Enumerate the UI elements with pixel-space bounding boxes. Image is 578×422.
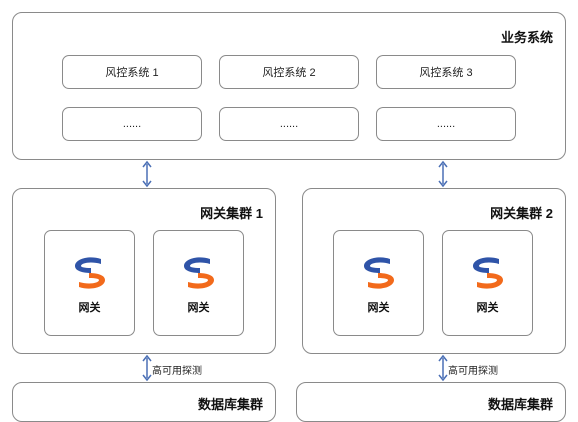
db-cluster-2-title: 数据库集群 [487, 397, 553, 412]
connector-gateway-db-1 [142, 354, 152, 382]
db-cluster-2: 数据库集群 [296, 382, 566, 422]
gateway-cluster-1-title: 网关集群 1 [200, 206, 263, 221]
gateway-label: 网关 [476, 302, 499, 314]
gateway-label: 网关 [187, 302, 210, 314]
more-system-2[interactable]: ...... [219, 107, 359, 141]
more-system-3[interactable]: ...... [376, 107, 516, 141]
gateway-logo-icon [473, 257, 503, 289]
gateway-node[interactable]: 网关 [442, 230, 533, 336]
gateway-node[interactable]: 网关 [153, 230, 244, 336]
db-cluster-1-title: 数据库集群 [197, 397, 263, 412]
gateway-logo-icon [75, 257, 105, 289]
db-cluster-1: 数据库集群 [12, 382, 276, 422]
gateway-label: 网关 [78, 302, 101, 314]
gateway-logo-icon [184, 257, 214, 289]
business-system-title: 业务系统 [500, 30, 553, 45]
probe-label-2: 高可用探测 [448, 366, 498, 377]
connector-business-gateway-1 [142, 160, 152, 188]
probe-label-1: 高可用探测 [152, 366, 202, 377]
connector-gateway-db-2 [438, 354, 448, 382]
gateway-node[interactable]: 网关 [44, 230, 135, 336]
gateway-logo-icon [364, 257, 394, 289]
connector-business-gateway-2 [438, 160, 448, 188]
gateway-label: 网关 [367, 302, 390, 314]
gateway-node[interactable]: 网关 [333, 230, 424, 336]
risk-system-2[interactable]: 风控系统 2 [219, 55, 359, 89]
risk-system-1[interactable]: 风控系统 1 [62, 55, 202, 89]
more-system-1[interactable]: ...... [62, 107, 202, 141]
gateway-cluster-2-title: 网关集群 2 [490, 206, 553, 221]
risk-system-3[interactable]: 风控系统 3 [376, 55, 516, 89]
